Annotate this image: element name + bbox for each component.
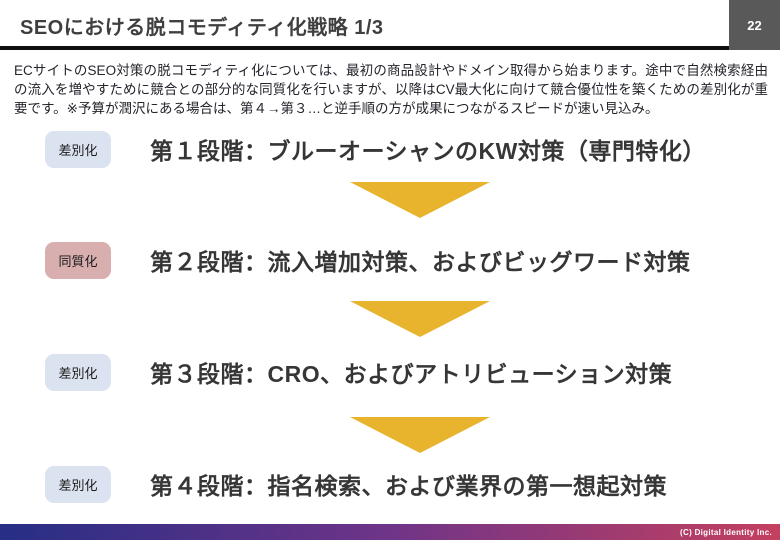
stage-title: 第４段階：指名検索、および業界の第一想起対策: [150, 473, 667, 499]
title-divider: [0, 46, 729, 50]
stage-badge: 差別化: [45, 353, 111, 391]
down-arrow-icon: [350, 417, 490, 453]
lead-paragraph: ECサイトのSEO対策の脱コモディティ化については、最初の商品設計やドメイン取得…: [14, 63, 768, 116]
stage-row-4: 差別化 第４段階：指名検索、および業界の第一想起対策: [45, 465, 770, 503]
stage-badge: 同質化: [45, 241, 111, 279]
page-number-box: 22: [729, 0, 780, 50]
stage-badge: 差別化: [45, 465, 111, 503]
stage-title: 第３段階：CRO、およびアトリビューション対策: [150, 361, 673, 387]
stage-title: 第２段階：流入増加対策、およびビッグワード対策: [150, 249, 691, 275]
down-arrow-icon: [350, 301, 490, 337]
page-number: 22: [747, 17, 762, 33]
footer-bar: (C) Digital Identity Inc.: [0, 524, 780, 540]
stage-badge: 差別化: [45, 130, 111, 168]
stage-row-1: 差別化 第１段階：ブルーオーシャンのKW対策（専門特化）: [45, 130, 770, 168]
down-arrow-icon: [350, 182, 490, 218]
page-title: SEOにおける脱コモディティ化戦略 1/3: [20, 17, 384, 39]
stage-row-2: 同質化 第２段階：流入増加対策、およびビッグワード対策: [45, 241, 770, 279]
stage-row-3: 差別化 第３段階：CRO、およびアトリビューション対策: [45, 353, 770, 391]
copyright-text: (C) Digital Identity Inc.: [680, 527, 772, 537]
stage-title: 第１段階：ブルーオーシャンのKW対策（専門特化）: [150, 138, 706, 164]
